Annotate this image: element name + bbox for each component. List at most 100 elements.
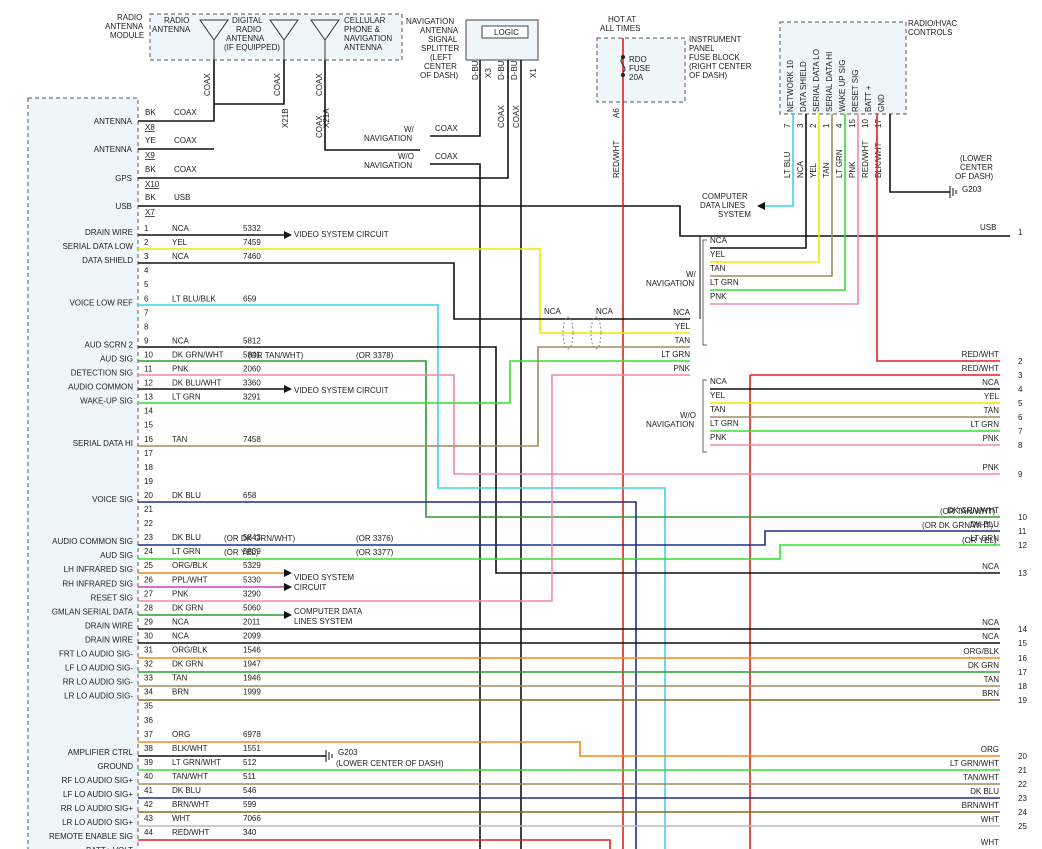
coax-cell	[324, 60, 420, 151]
radio-pin-number: 38	[144, 744, 153, 753]
radio-pin-code: 2011	[243, 617, 261, 626]
right-terminal-number: 9	[1018, 470, 1023, 479]
hvac-pin-wire: PNK	[848, 161, 857, 178]
svg-text:D-BU: D-BU	[510, 60, 519, 80]
right-terminal-wire: NCA	[982, 632, 1000, 641]
hvac-pin-number: 3	[796, 123, 805, 128]
gps-coax	[138, 60, 509, 179]
radio-pin-code: 7459	[243, 238, 261, 247]
radio-pin-code: 1947	[243, 660, 261, 669]
radio-pin-number: 37	[144, 730, 153, 739]
svg-text:ANTENNA: ANTENNA	[105, 22, 144, 31]
radio-pin-label: SERIAL DATA LOW	[62, 242, 133, 251]
radio-pin-number: 22	[144, 519, 153, 528]
right-terminal-number: 24	[1018, 808, 1027, 817]
svg-text:COAX: COAX	[203, 73, 212, 96]
right-terminal-wire: BRN/WHT	[962, 801, 999, 810]
right-terminal-number: 3	[1018, 371, 1023, 380]
hvac-pin-wire: BLK/WHT	[874, 142, 883, 178]
svg-text:NCA: NCA	[596, 307, 614, 316]
radio-pin-number: 24	[144, 547, 153, 556]
w-navigation-label-splitter: W/ NAVIGATION	[364, 125, 415, 143]
arrow-icon	[757, 202, 765, 210]
antenna-row-connector: X10	[145, 180, 160, 189]
radio-pin-label: DATA SHIELD	[82, 256, 133, 265]
hvac-pin-number: 17	[874, 119, 883, 128]
svg-text:CONTROLS: CONTROLS	[908, 28, 952, 37]
svg-text:USB: USB	[980, 223, 996, 232]
splice-oval	[562, 316, 574, 350]
splitter-coax-wo	[430, 163, 481, 849]
svg-text:(OR 3378): (OR 3378)	[356, 351, 394, 360]
radio-pin-label: LF LO AUDIO SIG+	[63, 790, 133, 799]
radio-pin-label: AUD SIG	[100, 551, 133, 560]
radio-pin-number: 30	[144, 631, 153, 640]
hvac-pin-wire: NCA	[796, 160, 805, 178]
right-terminal-number: 15	[1018, 639, 1027, 648]
svg-text:W/: W/	[404, 125, 415, 134]
radio-pin-label: DRAIN WIRE	[85, 621, 133, 630]
hvac-pin-number: 1	[822, 123, 831, 128]
right-terminal-number: 13	[1018, 569, 1027, 578]
svg-text:CIRCUIT: CIRCUIT	[294, 583, 327, 592]
svg-text:PANEL: PANEL	[689, 44, 715, 53]
radio-pin-wire: LT GRN	[172, 393, 201, 402]
fuse-terminal	[621, 55, 625, 59]
radio-pin-wire: NCA	[172, 336, 190, 345]
radio-pin-code: 5843	[243, 533, 261, 542]
hvac-pin-number: 2	[809, 123, 818, 128]
right-terminal-wire: DK BLU	[970, 787, 999, 796]
svg-text:RADIO/HVAC: RADIO/HVAC	[908, 19, 957, 28]
svg-text:NAVIGATION: NAVIGATION	[364, 161, 412, 170]
hvac-pin-wire: LT BLU	[783, 151, 792, 178]
svg-text:X21B: X21B	[281, 108, 290, 128]
hvac-gnd	[889, 114, 950, 193]
svg-text:(LOWER CENTER OF DASH): (LOWER CENTER OF DASH)	[336, 759, 444, 768]
radio-pin-wire: WHT	[172, 814, 190, 823]
right-terminal-wire: NCA	[982, 618, 1000, 627]
wo-navigation-label-splitter: W/O NAVIGATION	[364, 152, 414, 170]
radio-pin-number: 12	[144, 379, 153, 388]
radio-pin-number: 39	[144, 758, 153, 767]
right-terminal-wire: DK BLU	[970, 520, 999, 529]
w-nav-wire-label: LT GRN	[710, 278, 739, 287]
svg-text:MODULE: MODULE	[110, 31, 144, 40]
hvac-pin-wire: TAN	[822, 162, 831, 178]
hvac-pin-label: NETWORK 10	[786, 59, 795, 112]
radio-pin-wire: TAN	[172, 674, 188, 683]
radio-pin-number: 40	[144, 772, 153, 781]
radio-pin-code: 5332	[243, 224, 261, 233]
svg-text:RADIO: RADIO	[164, 16, 189, 25]
radio-pin-wire: LT GRN	[172, 547, 201, 556]
radio-pin-code: 546	[243, 786, 257, 795]
right-terminal-wire: RED/WHT	[962, 364, 999, 373]
radio-pin-label: DETECTION SIG	[71, 369, 133, 378]
radio-pin-code: 3291	[243, 393, 261, 402]
right-terminal-wire: TAN/WHT	[963, 773, 999, 782]
radio-pin-label: LR LO AUDIO SIG+	[62, 818, 133, 827]
radio-pin-label: AUD SCRN 2	[85, 340, 134, 349]
cellular-antenna-label: CELLULAR PHONE & NAVIGATION ANTENNA	[344, 16, 392, 52]
splice-wire-label: PNK	[674, 364, 691, 373]
radio-pin-wire: DK BLU	[172, 786, 201, 795]
hvac-pin-number: 15	[848, 119, 857, 128]
svg-text:SPLITTER: SPLITTER	[421, 44, 459, 53]
antenna-rows: ANTENNABKX8COAXANTENNAYEX9COAXGPSBKX10CO…	[94, 108, 198, 217]
radio-pin-wire: ORG	[172, 730, 190, 739]
radio-pin-number: 29	[144, 617, 153, 626]
antenna-row-label: USB	[116, 202, 132, 211]
radio-pin-wire: BRN/WHT	[172, 800, 209, 809]
radio-pin-number: 4	[144, 266, 149, 275]
wo-nav-wire-label: PNK	[710, 433, 727, 442]
radio-pin-label: GROUND	[97, 762, 133, 771]
radio-hvac-label: RADIO/HVAC CONTROLS	[908, 19, 957, 37]
hvac-ltgrn	[710, 114, 846, 291]
radio-pin-number: 43	[144, 814, 153, 823]
radio-pin-wire: DK BLU	[172, 533, 201, 542]
antenna-row-wire: USB	[174, 193, 190, 202]
right-terminal-number: 18	[1018, 682, 1027, 691]
svg-text:OF DASH): OF DASH)	[955, 172, 994, 181]
svg-text:(OR YEL): (OR YEL)	[962, 536, 997, 545]
right-terminal-wire: LT GRN/WHT	[950, 759, 999, 768]
